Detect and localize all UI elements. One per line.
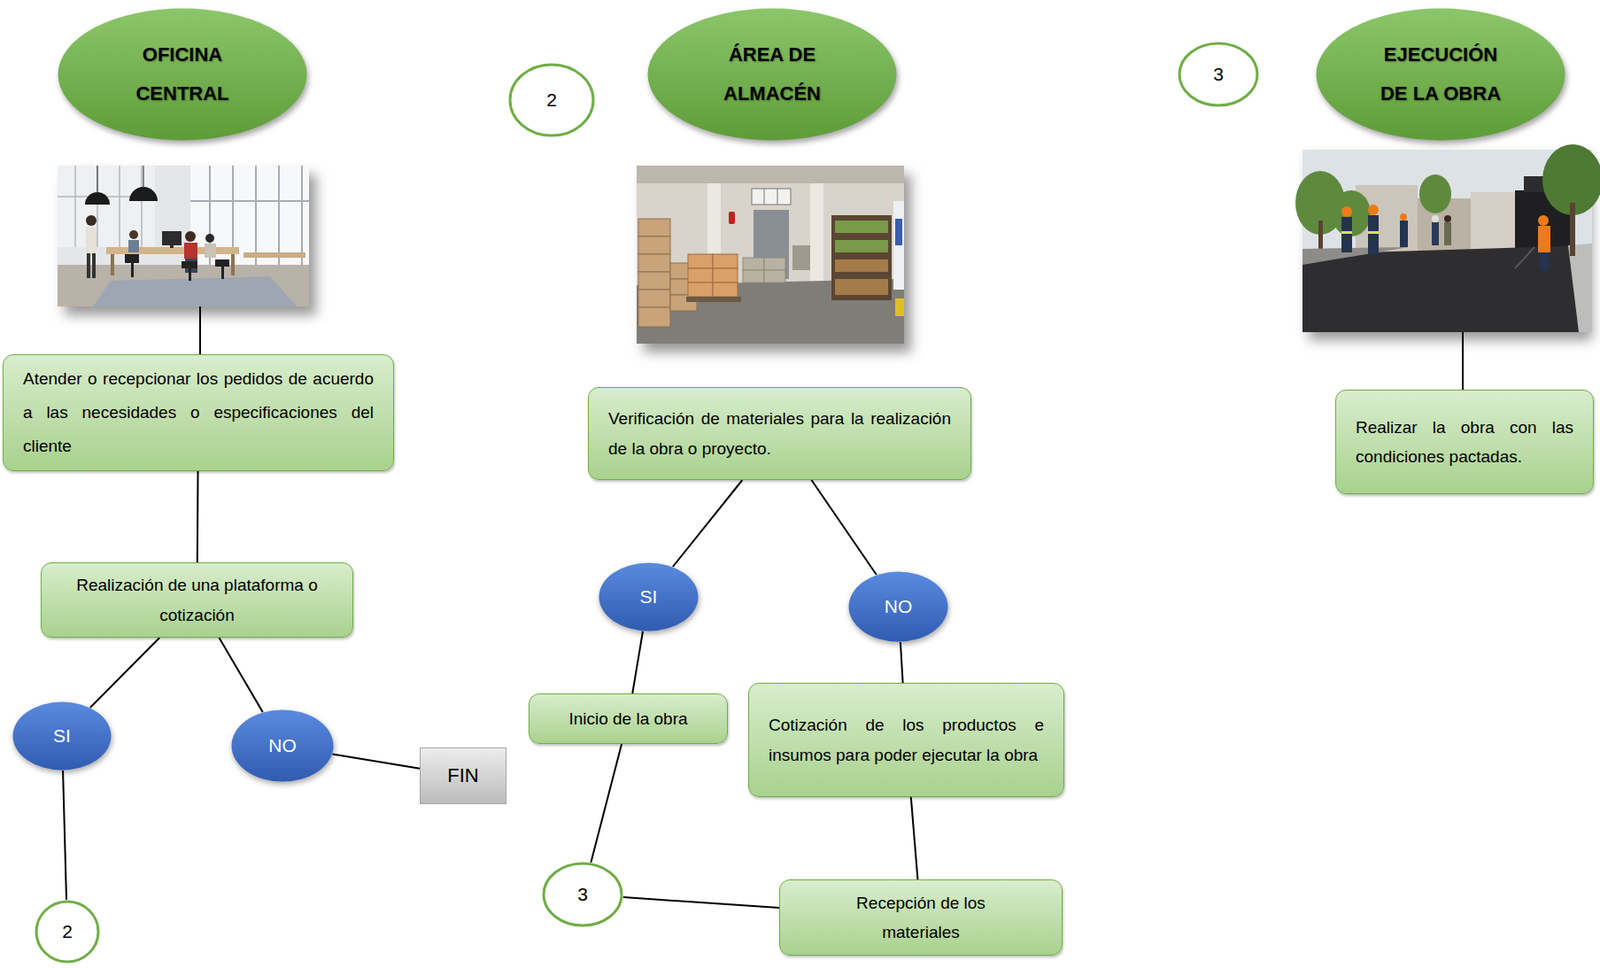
node-text: Cotización de los productos e insumos pa… (768, 710, 1044, 770)
decision-oval: NO (231, 709, 334, 782)
connector-line (196, 471, 200, 563)
ellipse-outline (231, 710, 334, 782)
roadwork-photo (1295, 144, 1600, 341)
node-text: 2 (546, 89, 557, 111)
connector-line (632, 631, 643, 694)
process-box: Verificación de materiales para la reali… (587, 386, 972, 480)
process-box: Inicio de la obra (528, 693, 728, 744)
ellipse-outline (510, 64, 594, 136)
leader-line (1461, 332, 1464, 390)
node-text: Verificación de materiales para la reali… (608, 403, 951, 464)
area-header: ÁREA DE ALMACÉN (647, 7, 897, 141)
connector-line (590, 743, 622, 863)
process-box: Atender o recepcionar los pedidos de acu… (2, 354, 395, 472)
node-text: OFICINA CENTRAL (115, 35, 249, 114)
connector-line (623, 896, 780, 908)
node-text: 3 (577, 883, 588, 905)
ellipse-outline (1316, 8, 1566, 141)
connector-circle: 3 (541, 861, 624, 928)
connector-line (218, 637, 263, 712)
ellipse-outline (543, 863, 622, 926)
office-photo (57, 165, 317, 316)
decision-oval: NO (848, 571, 949, 642)
shape-outline (1315, 7, 1566, 141)
ellipse-outline (13, 702, 112, 771)
ellipse-outline (849, 571, 949, 642)
process-box: Recepción de los materiales (779, 879, 1063, 956)
shape-outline (647, 7, 897, 141)
connector-line (332, 753, 420, 768)
connector-circle: 2 (34, 899, 101, 964)
node-text: Realizar la obra con las condiciones pac… (1355, 412, 1574, 472)
node-text: Inicio de la obra (568, 703, 688, 734)
node-text: FIN (447, 764, 479, 788)
node-text: SI (640, 586, 658, 608)
end-box: FIN (419, 747, 507, 804)
node-text: Realización de una plataforma o cotizaci… (64, 570, 331, 630)
ellipse-outline (36, 901, 99, 962)
node-text: Recepción de los materiales (823, 888, 1019, 948)
node-text: EJECUCIÓN DE LA OBRA (1374, 35, 1508, 114)
shape-outline (57, 7, 308, 141)
node-text: 2 (61, 920, 73, 943)
connector-circle: 3 (1177, 41, 1260, 108)
node-text: NO (884, 595, 913, 618)
area-header: EJECUCIÓN DE LA OBRA (1315, 7, 1566, 141)
connector-line (672, 479, 743, 567)
node-text: NO (268, 734, 297, 757)
connector-line (90, 637, 160, 708)
connector-line (900, 641, 904, 683)
ellipse-outline (648, 8, 897, 141)
area-header: OFICINA CENTRAL (57, 7, 308, 141)
warehouse-photo (636, 165, 912, 353)
connector-line (911, 796, 919, 880)
connector-circle: 2 (508, 62, 596, 138)
leader-line (199, 306, 201, 355)
decision-oval: SI (598, 562, 699, 632)
ellipse-outline (1179, 43, 1258, 106)
node-text: SI (53, 725, 71, 747)
node-text: 3 (1213, 63, 1224, 86)
ellipse-outline (58, 8, 308, 141)
process-box: Cotización de los productos e insumos pa… (748, 682, 1065, 797)
node-text: Atender o recepcionar los pedidos de acu… (23, 362, 374, 464)
connector-line (811, 479, 876, 575)
connector-line (62, 770, 67, 900)
decision-oval: SI (12, 701, 112, 771)
process-box: Realización de una plataforma o cotizaci… (40, 562, 354, 638)
process-box: Realizar la obra con las condiciones pac… (1335, 389, 1594, 495)
node-text: ÁREA DE ALMACÉN (705, 35, 839, 114)
ellipse-outline (599, 563, 699, 632)
